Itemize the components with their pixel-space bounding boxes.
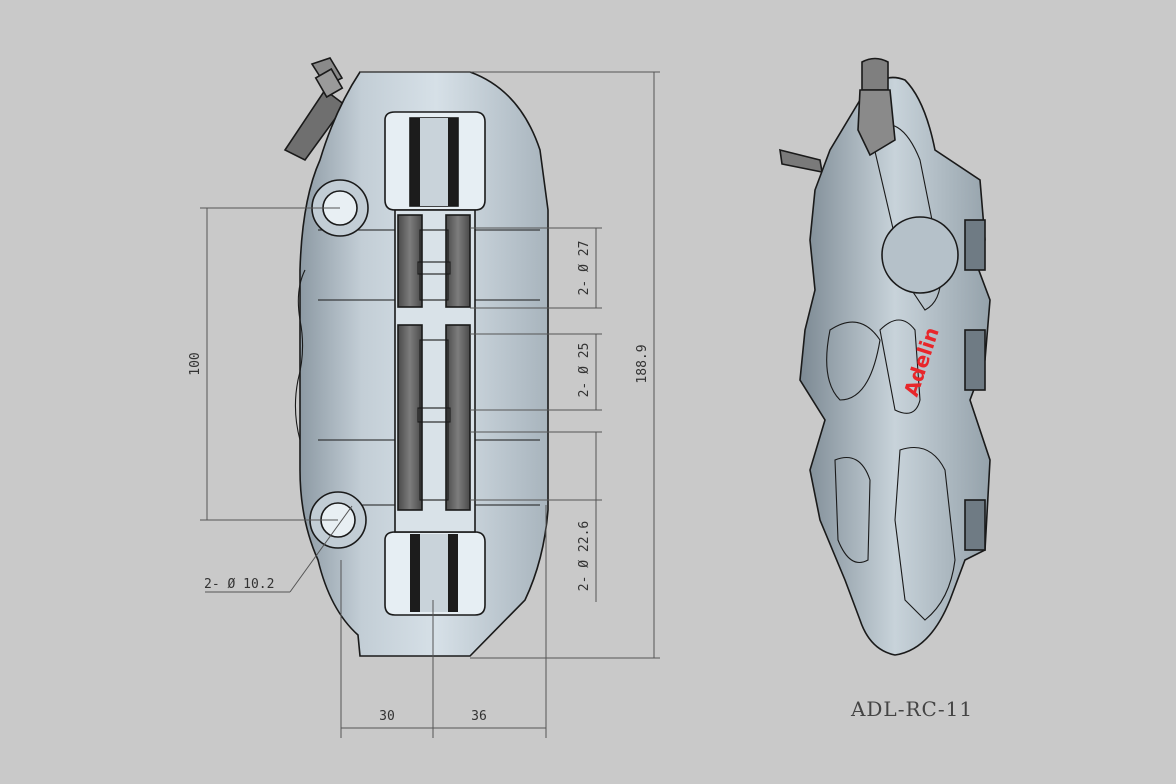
dimension-labels: 100 188.9 2- Ø 27 2- Ø 25 2- Ø 22.6 2- Ø… [188, 241, 650, 724]
brake-pad-lower [397, 324, 471, 511]
dim-bolt-hole: 2- Ø 10.2 [204, 577, 274, 592]
brake-pad-upper [397, 214, 471, 308]
banjo-fitting [779, 148, 823, 174]
bleed-nipple [283, 57, 347, 162]
dim-bolt-spacing: 100 [188, 352, 203, 375]
caliper-side-view: Adelin [779, 57, 991, 656]
dim-piston-bottom: 2- Ø 22.6 [577, 521, 592, 591]
model-label: ADL-RC-11 [850, 697, 973, 721]
caliper-front-view [283, 57, 549, 657]
dim-offset-left: 30 [379, 709, 395, 724]
dimension-lines [200, 71, 660, 738]
dim-overall-length: 188.9 [635, 344, 650, 383]
caliper-body-side [799, 76, 991, 656]
dim-piston-middle: 2- Ø 25 [577, 343, 592, 398]
dim-piston-top: 2- Ø 27 [577, 241, 592, 296]
dim-offset-right: 36 [471, 709, 487, 724]
